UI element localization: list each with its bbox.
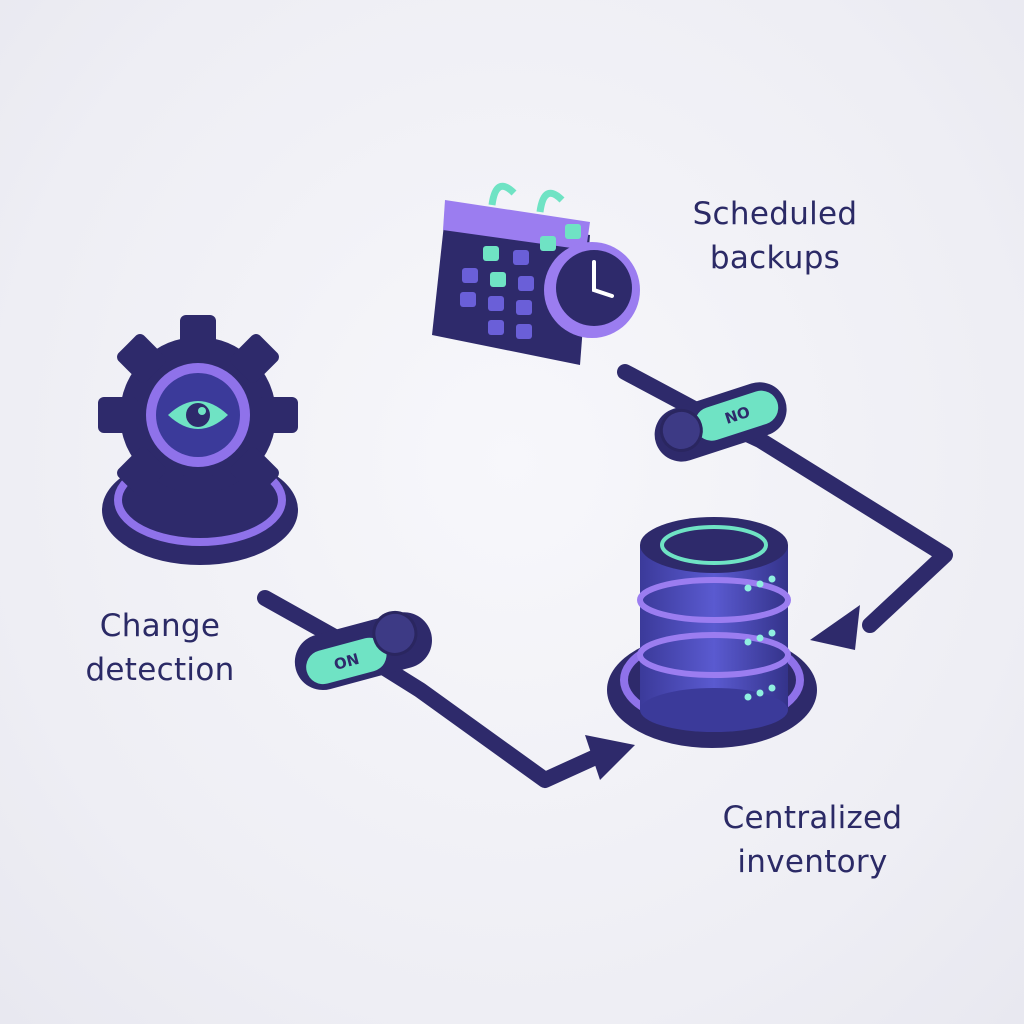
arrow-detection-to-inventory	[257, 590, 635, 788]
arrow-schedule-to-inventory	[617, 364, 953, 650]
label-scheduled-backups: Scheduled backups	[680, 192, 870, 280]
gear-eye-icon	[98, 315, 298, 565]
toggle-on-label: ON	[332, 650, 361, 674]
label-line: Centralized	[722, 800, 903, 836]
calendar-clock-icon	[432, 182, 640, 365]
label-line: backups	[709, 240, 841, 276]
database-server-icon	[607, 517, 817, 748]
label-line: inventory	[737, 844, 888, 880]
toggle-switch-top[interactable]: ON	[648, 375, 794, 468]
label-line: detection	[85, 652, 235, 688]
arrowhead-icon	[810, 605, 860, 650]
label-centralized-inventory: Centralized inventory	[700, 796, 925, 884]
calendar-grid	[460, 224, 581, 339]
arrowhead-icon	[585, 735, 635, 780]
label-line: Scheduled	[692, 196, 858, 232]
toggle-switch-bottom[interactable]: ON	[288, 604, 438, 696]
label-change-detection: Change detection	[60, 604, 260, 692]
label-line: Change	[99, 608, 221, 644]
